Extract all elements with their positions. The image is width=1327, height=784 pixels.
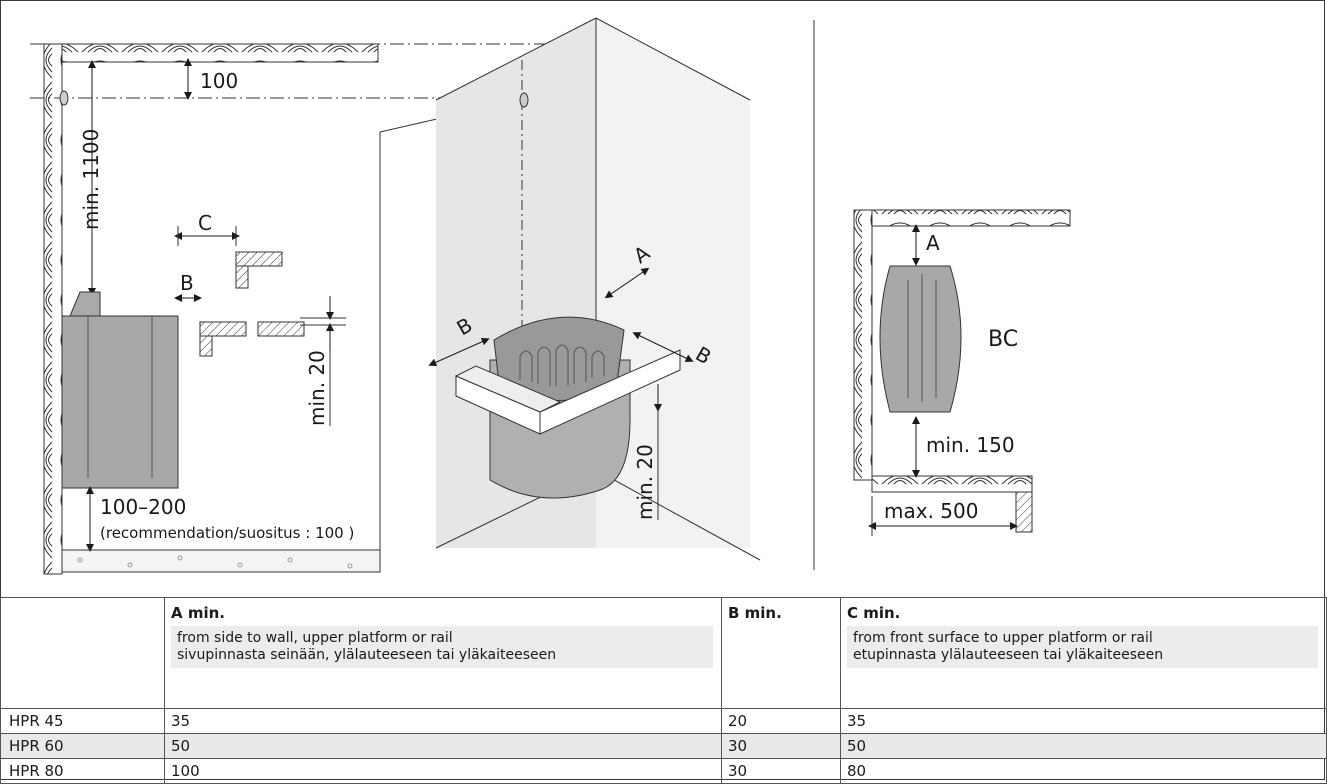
dim-top-label: 100 (200, 69, 238, 93)
cell-c: 50 (840, 733, 1327, 759)
cell-b: 30 (721, 733, 841, 759)
top-label-model: BC (988, 327, 1018, 352)
header-c-desc-fi: etupinnasta ylälauteeseen tai yläkaitees… (853, 647, 1164, 663)
label-c: C (198, 211, 212, 235)
table-header-row: A min. from side to wall, upper platform… (0, 597, 1327, 709)
table-row: HPR 60 50 30 50 (0, 733, 1327, 759)
table-row: HPR 45 35 20 35 (0, 708, 1327, 734)
corner-view-diagram: A B B min. 20 (428, 17, 761, 561)
header-c-title: C min. (847, 604, 901, 622)
header-b: B min. (721, 597, 841, 709)
header-c-desc: from front surface to upper platform or … (847, 626, 1318, 668)
header-c: C min. from front surface to upper platf… (840, 597, 1327, 709)
side-view-diagram: 100 min. 1100 C B min. 20 100–200 (recom… (30, 43, 560, 575)
dim-floor-note: (recommendation/suosit​us : 100 ) (100, 524, 354, 542)
top-dim-width: max. 500 (884, 499, 978, 523)
dim-height-label: min. 1100 (79, 129, 103, 230)
top-dim-bottom: min. 150 (926, 433, 1015, 457)
cell-a: 50 (164, 733, 722, 759)
header-c-desc-en: from front surface to upper platform or … (853, 630, 1153, 646)
dim-platform-label: min. 20 (305, 350, 329, 426)
table-row: HPR 80 100 30 80 (0, 758, 1327, 784)
cell-a: 100 (164, 758, 722, 784)
cell-c: 80 (840, 758, 1327, 784)
header-a-desc: from side to wall, upper platform or rai… (171, 626, 713, 668)
cell-a: 35 (164, 708, 722, 734)
installation-diagram: 100 min. 1100 C B min. 20 100–200 (recom… (30, 17, 1071, 575)
cell-model: HPR 60 (0, 733, 165, 759)
dim-floor-label: 100–200 (100, 495, 186, 519)
clearance-table: A min. from side to wall, upper platform… (0, 597, 1327, 784)
corner-dim-bottom: min. 20 (633, 444, 657, 520)
header-a-title: A min. (171, 604, 225, 622)
header-a-desc-fi: sivupinnasta seinään, ylälauteeseen tai … (177, 647, 557, 663)
cell-model: HPR 45 (0, 708, 165, 734)
header-a: A min. from side to wall, upper platform… (164, 597, 722, 709)
label-b: B (180, 271, 194, 295)
cell-b: 30 (721, 758, 841, 784)
cell-b: 20 (721, 708, 841, 734)
top-label-a: A (926, 231, 940, 255)
cell-c: 35 (840, 708, 1327, 734)
cell-model: HPR 80 (0, 758, 165, 784)
header-a-desc-en: from side to wall, upper platform or rai… (177, 630, 453, 646)
header-b-title: B min. (728, 604, 782, 622)
header-model (0, 597, 165, 709)
top-view-diagram: A BC min. 150 max. 500 (853, 209, 1071, 536)
